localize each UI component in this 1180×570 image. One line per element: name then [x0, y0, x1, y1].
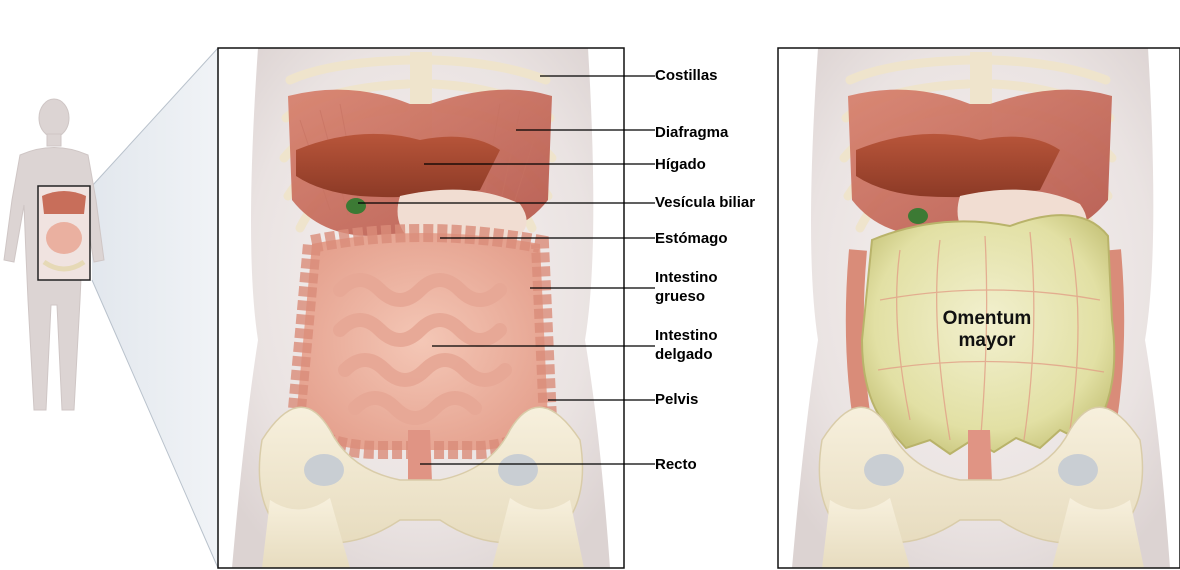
label-omentum-line1: Omentum [917, 308, 1057, 330]
label-pelvis: Pelvis [655, 390, 698, 409]
thumbnail-organs [38, 186, 90, 280]
label-costillas: Costillas [655, 66, 718, 85]
label-estomago: Estómago [655, 229, 728, 248]
label-intestino-grueso: Intestino grueso [655, 268, 718, 306]
zoom-projection [92, 48, 218, 568]
label-intestino-grueso-line1: Intestino [655, 268, 718, 287]
label-diafragma: Diafragma [655, 123, 728, 142]
label-vesicula-biliar: Vesícula biliar [655, 193, 755, 212]
label-omentum-mayor: Omentum mayor [917, 308, 1057, 352]
label-intestino-delgado: Intestino delgado [655, 326, 718, 364]
label-recto: Recto [655, 455, 697, 474]
label-intestino-delgado-line1: Intestino [655, 326, 718, 345]
label-higado: Hígado [655, 155, 706, 174]
label-omentum-line2: mayor [917, 330, 1057, 352]
label-intestino-grueso-line2: grueso [655, 287, 718, 306]
label-intestino-delgado-line2: delgado [655, 345, 718, 364]
panel-organs [218, 48, 624, 568]
